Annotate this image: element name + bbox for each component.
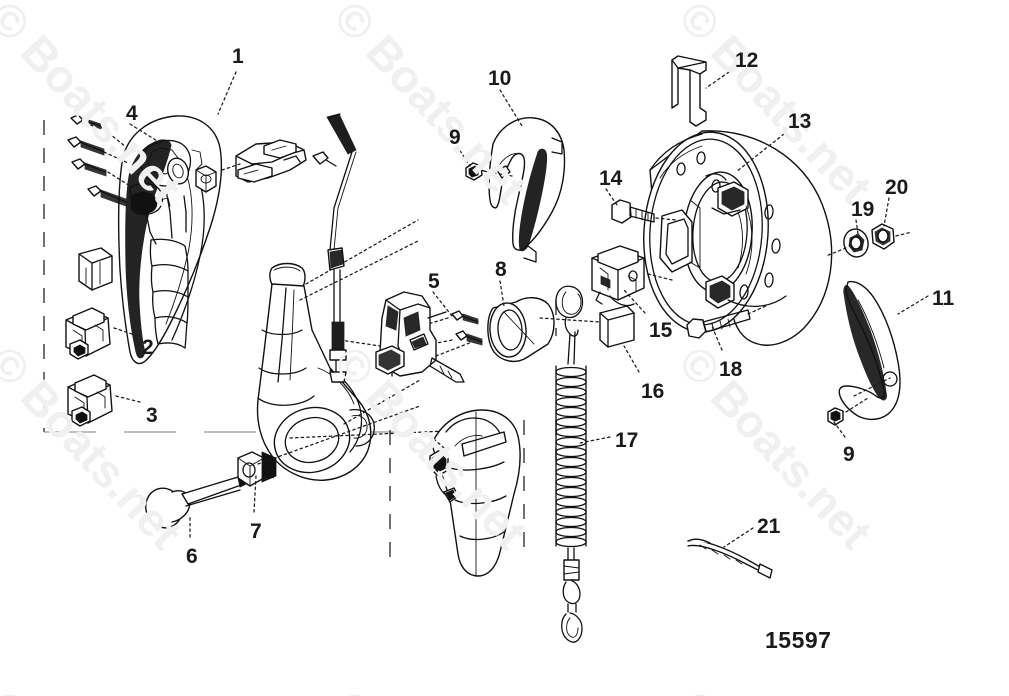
- callout-number-3: 3: [146, 404, 158, 427]
- part-5-screw-pair: [407, 291, 483, 349]
- part-14-hex-bolt-short: [605, 188, 677, 224]
- callout-number-7: 7: [250, 520, 262, 543]
- part-21-cable-tie: [687, 527, 773, 579]
- leader-18: [710, 323, 723, 351]
- part-11-curved-cover-lower: [838, 280, 929, 421]
- leader-8: [499, 280, 505, 307]
- leader-12: [705, 71, 730, 89]
- part-throttle-grip-sleeve: [423, 409, 521, 577]
- part-link-bracket-upper: [221, 139, 307, 183]
- part-12-u-clip-bracket: [671, 55, 730, 127]
- part-10-curved-cover-upper: [488, 89, 566, 263]
- callout-number-17: 17: [615, 429, 639, 452]
- callout-number-9b: 9: [843, 443, 855, 466]
- leader-5: [432, 291, 453, 317]
- part-rod-and-cable: [312, 113, 381, 383]
- callout-number-5: 5: [428, 270, 440, 293]
- leader-3: [115, 395, 141, 403]
- leader-16: [623, 345, 640, 373]
- leader-7: [253, 475, 257, 513]
- part-19-washer: [825, 219, 869, 258]
- part-16-friction-pad: [599, 305, 640, 373]
- part-3-switch-module-lower: [67, 374, 141, 427]
- leader-19: [855, 219, 859, 235]
- callout-number-2: 2: [142, 336, 154, 359]
- leader-13: [735, 133, 785, 173]
- callout-number-16: 16: [641, 380, 665, 403]
- leader-9a: [456, 145, 471, 167]
- part-18-hex-bolt-long: [686, 305, 767, 351]
- diagram-number: 15597: [765, 627, 832, 653]
- part-blank-cover: [78, 247, 113, 291]
- part-1-handle-grip-housing: [118, 115, 223, 365]
- part-13-round-housing-base: [643, 130, 833, 346]
- leader-20: [883, 197, 890, 227]
- callout-number-20: 20: [885, 176, 909, 199]
- callout-number-19: 19: [851, 198, 875, 221]
- part-9b-small-fastener: [827, 397, 869, 438]
- part-2-switch-module-upper: [65, 307, 139, 360]
- part-15-detent-block-assembly: [591, 245, 673, 314]
- leader-1: [217, 71, 237, 115]
- group-bracket-left: [43, 120, 400, 433]
- callout-number-18: 18: [719, 358, 743, 381]
- part-lever-shaft-assembly: [256, 219, 471, 481]
- leader-10: [499, 89, 523, 127]
- part-6-knob-shaft: [145, 473, 251, 538]
- callout-number-21: 21: [757, 515, 781, 538]
- part-4-screw-set: [67, 114, 163, 207]
- leader-21: [723, 527, 754, 548]
- callout-number-15: 15: [649, 319, 673, 342]
- leader-2: [113, 327, 139, 337]
- part-8-collar-ring: [487, 280, 601, 363]
- callout-number-10: 10: [488, 67, 512, 90]
- part-7-threaded-bushing: [237, 405, 421, 513]
- leader-17: [579, 436, 611, 444]
- part-center-detent-bracket: [375, 291, 473, 383]
- callout-number-8: 8: [495, 258, 507, 281]
- callout-number-1: 1: [232, 45, 244, 68]
- part-9a-small-fastener: [456, 145, 513, 181]
- part-17-coil-spring-assembly: [555, 285, 611, 643]
- callout-number-11: 11: [932, 287, 955, 310]
- callout-number-13: 13: [788, 110, 812, 133]
- group-bracket-center: [389, 420, 525, 560]
- part-20-lock-nut: [871, 197, 913, 250]
- leader-15: [623, 289, 646, 314]
- leader-11: [897, 295, 929, 315]
- leader-4: [129, 123, 163, 145]
- callout-number-14: 14: [599, 167, 623, 190]
- callout-number-12: 12: [735, 49, 759, 72]
- callout-number-6: 6: [186, 545, 198, 568]
- leader-14: [605, 188, 618, 206]
- callout-number-4: 4: [126, 102, 138, 125]
- callout-number-9a: 9: [449, 126, 461, 149]
